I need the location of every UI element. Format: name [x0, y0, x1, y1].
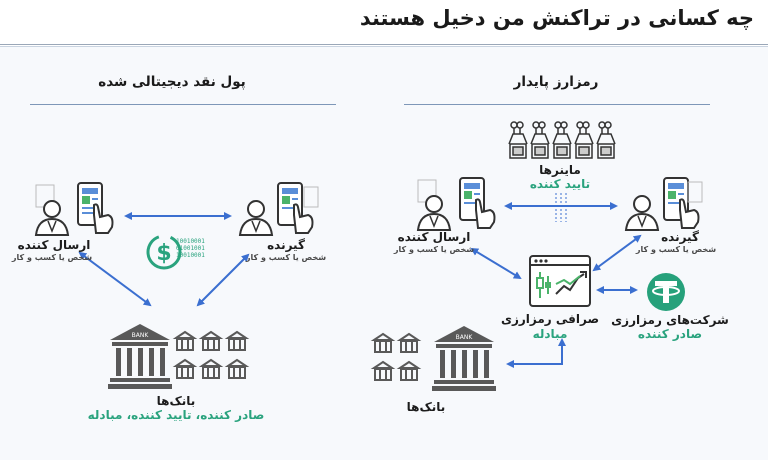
svg-text:$: $	[156, 241, 171, 266]
binary-stream: 10010001 01001001 10010001	[176, 238, 205, 259]
svg-text:BANK: BANK	[456, 334, 474, 341]
right-banks-label: بانک‌ها	[406, 400, 446, 414]
title-divider	[0, 44, 768, 45]
left-receiver-label: گیرنده	[267, 238, 305, 252]
right-receiver-sub: شخص یا کسب و کار	[635, 245, 717, 254]
left-banks-roles: صادر کننده، تایید کننده، مبادله	[87, 408, 265, 422]
issuers-label: شرکت‌های رمزارزی	[611, 313, 729, 327]
exchange-role: مبادله	[532, 327, 568, 341]
right-sender-label: ارسال کننده	[397, 230, 471, 244]
left-sender-sub: شخص یا کسب و کار	[11, 253, 93, 262]
arrow-receiver-exchange	[592, 234, 642, 272]
arrow-sender-exchange	[470, 247, 522, 280]
svg-text:BANK: BANK	[132, 332, 150, 339]
page-title: چه کسانی در تراکنش من دخیل هستند	[359, 6, 754, 30]
miners-label: ماینرها	[539, 163, 581, 177]
right-receiver-label: گیرنده	[661, 230, 699, 244]
left-receiver-sub: شخص یا کسب و کار	[245, 253, 327, 262]
right-receiver-person-icon	[624, 177, 703, 231]
arrow-sender-banks-left	[78, 251, 152, 307]
left-heading-rule	[30, 104, 336, 105]
digital-dollar-icon: $	[146, 234, 182, 270]
tether-icon	[647, 273, 685, 311]
arrow-receiver-banks-left	[196, 253, 250, 307]
sender-person-icon	[34, 182, 114, 236]
issuers-role: صادر کننده	[637, 327, 703, 341]
right-sender-sub: شخص یا کسب و کار	[393, 245, 475, 254]
right-heading-rule	[404, 104, 710, 105]
exchange-chart-icon	[529, 255, 591, 307]
right-panel-heading: رمزارز پایدار	[513, 74, 599, 90]
left-banks-label: بانک‌ها	[156, 394, 196, 408]
banks-right-icon: BANK	[370, 326, 496, 391]
receiver-person-icon	[238, 182, 319, 236]
exchange-label: صرافی رمزارزی	[500, 312, 600, 326]
miners-role: تایید کننده	[529, 177, 591, 191]
miners-icon	[508, 121, 616, 159]
banks-left-icon: BANK	[108, 324, 250, 389]
arrow-banks-exchange	[506, 338, 566, 368]
left-sender-label: ارسال کننده	[17, 238, 91, 252]
left-panel-heading: پول نقد دیجیتالی شده	[98, 74, 246, 90]
right-sender-person-icon	[416, 177, 496, 231]
